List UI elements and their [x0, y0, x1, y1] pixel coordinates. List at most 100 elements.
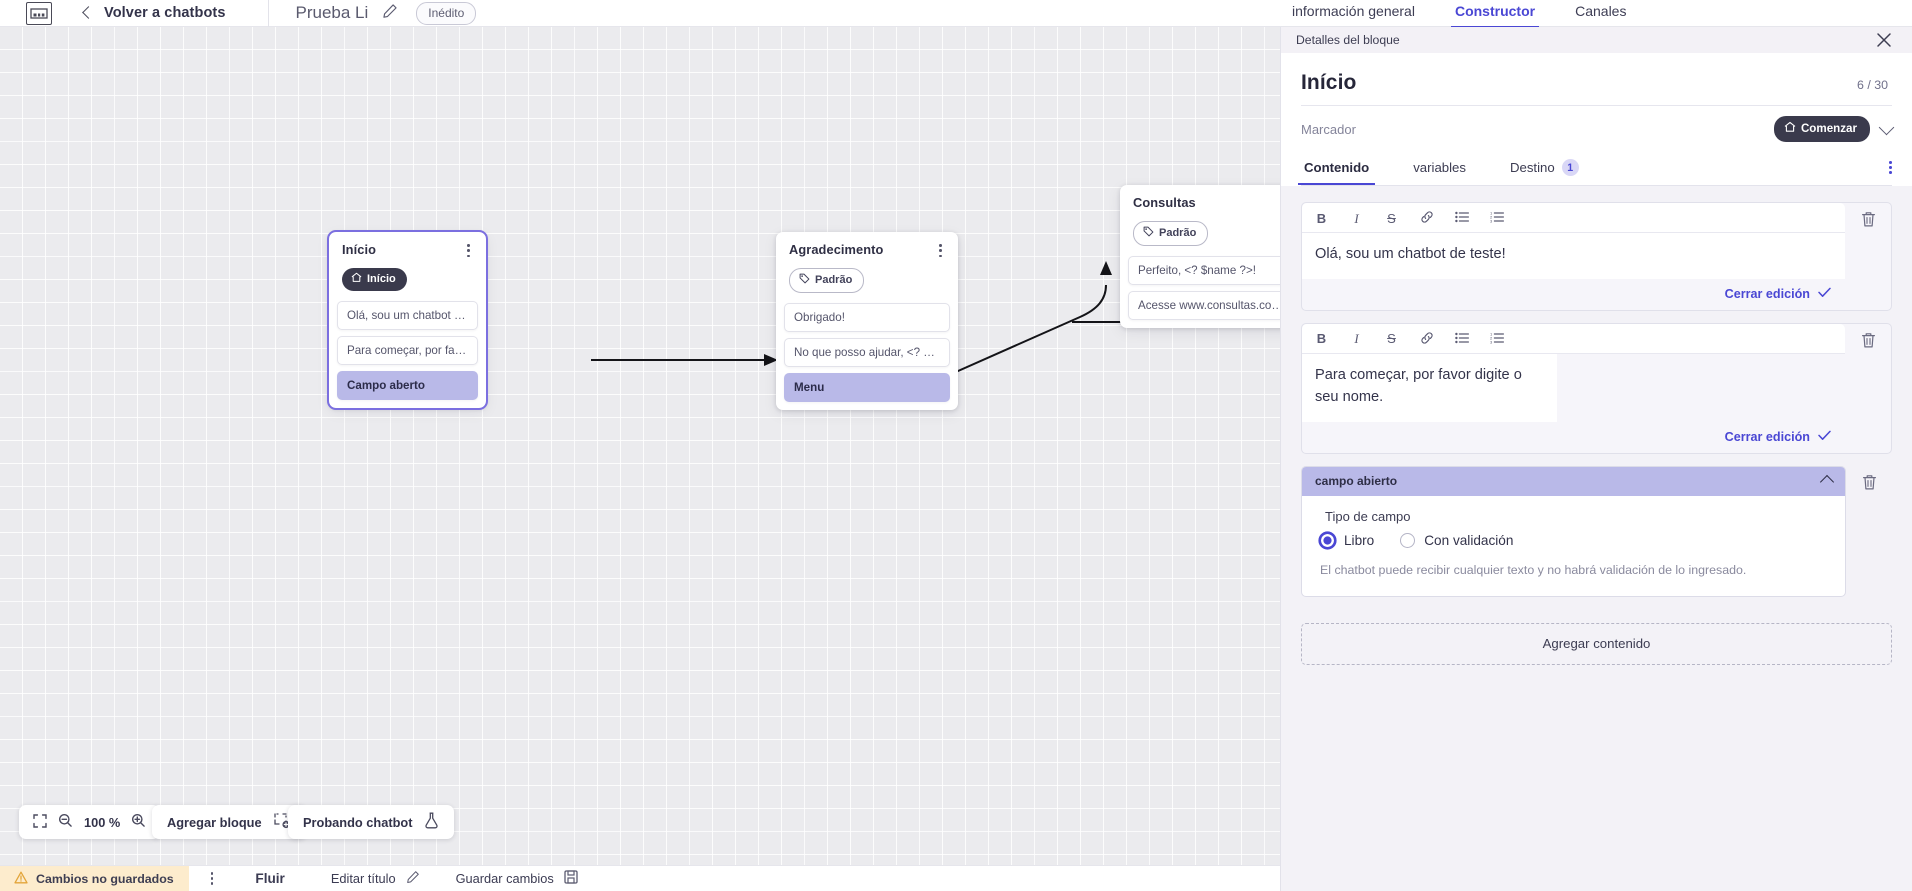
delete-content-button[interactable] — [1845, 203, 1891, 228]
top-tab-bar: información general Constructor Canales — [1280, 0, 1912, 29]
unsaved-changes-label: Cambios no guardados — [36, 871, 174, 886]
tab-variables[interactable]: variables — [1410, 160, 1469, 184]
home-icon — [351, 272, 362, 286]
close-icon[interactable] — [1876, 32, 1892, 48]
strikethrough-icon[interactable]: S — [1387, 210, 1396, 226]
add-content-button[interactable]: Agregar contenido — [1301, 622, 1892, 665]
open-field-header[interactable]: campo abierto — [1302, 466, 1845, 496]
add-block-icon — [273, 812, 291, 832]
chevron-down-icon[interactable] — [1878, 119, 1895, 135]
zoom-out-icon[interactable] — [58, 813, 73, 831]
strikethrough-icon[interactable]: S — [1387, 331, 1396, 347]
open-field-body: Tipo de campo Libro Con validación — [1302, 496, 1845, 596]
flow-node-consultas[interactable]: Consultas Padrão Perfeito, <? $name ?>! … — [1120, 185, 1306, 329]
node-pill-padrao: Padrão — [789, 268, 865, 294]
open-field-title: campo abierto — [1315, 473, 1398, 488]
node-menu-icon[interactable] — [464, 242, 473, 259]
flow-node-agradecimento[interactable]: Agradecimento Padrão Obrigado! No que po… — [776, 232, 958, 411]
radio-con-validacion-label: Con validación — [1424, 532, 1514, 548]
node-message-highlighted[interactable]: Campo aberto — [337, 371, 478, 401]
svg-text:1: 1 — [1490, 332, 1493, 336]
add-block-label: Agregar bloque — [167, 814, 262, 830]
zoom-control[interactable]: 100 % — [19, 805, 161, 839]
footer-menu-icon[interactable] — [210, 872, 214, 885]
tab-contenido[interactable]: Contenido — [1297, 160, 1376, 185]
zoom-in-icon[interactable] — [131, 813, 146, 831]
tab-label: Contenido — [1304, 160, 1370, 175]
node-message[interactable]: Acesse www.consultas.com par... — [1128, 291, 1298, 321]
bold-icon[interactable]: B — [1316, 210, 1327, 226]
radio-dot[interactable] — [1400, 532, 1416, 548]
svg-text:3: 3 — [1490, 339, 1493, 343]
chevron-up-icon[interactable] — [1819, 475, 1835, 490]
chevron-left-icon[interactable] — [80, 5, 94, 21]
check-icon — [1818, 287, 1831, 301]
radio-dot-selected[interactable] — [1320, 532, 1335, 548]
radio-libro[interactable]: Libro — [1320, 532, 1374, 548]
warning-triangle-icon — [14, 871, 28, 887]
bullet-list-icon[interactable] — [1454, 332, 1469, 346]
panel-header: Detalles del bloque — [1281, 27, 1912, 53]
footer-tab-fluir[interactable]: Fluir — [239, 867, 300, 891]
panel-tabs-menu-icon[interactable] — [1889, 160, 1892, 184]
tab-destino-badge: 1 — [1561, 159, 1579, 176]
node-menu-icon[interactable] — [936, 242, 945, 259]
node-message-highlighted[interactable]: Menu — [784, 373, 950, 403]
bold-icon[interactable]: B — [1316, 331, 1327, 347]
bot-name: Prueba Li — [295, 3, 369, 22]
close-edit-button[interactable]: Cerrar edición — [1302, 422, 1845, 453]
field-type-radio-group: Libro Con validación — [1320, 532, 1827, 548]
marcador-badge[interactable]: Comenzar — [1773, 116, 1870, 142]
add-block-button[interactable]: Agregar bloque — [152, 805, 306, 839]
tag-icon — [799, 273, 810, 287]
node-message[interactable]: Perfeito, <? $name ?>! — [1128, 256, 1298, 286]
node-message[interactable]: Para começar, por favor digite o ... — [337, 336, 478, 366]
marcador-value-group[interactable]: Comenzar — [1773, 116, 1895, 142]
tab-informacion-general[interactable]: información general — [1292, 2, 1415, 19]
unsaved-changes-banner: Cambios no guardados — [0, 865, 189, 891]
fit-screen-icon[interactable] — [33, 813, 47, 831]
svg-text:2: 2 — [1490, 215, 1493, 220]
test-chatbot-button[interactable]: Probando chatbot — [288, 805, 455, 839]
divider — [267, 0, 269, 27]
node-header: Agradecimento — [776, 242, 958, 259]
status-badge: Inédito — [416, 1, 477, 25]
close-edit-button[interactable]: Cerrar edición — [1302, 279, 1845, 310]
node-message[interactable]: Obrigado! — [784, 303, 950, 333]
back-to-chatbots-link[interactable]: Volver a chatbots — [104, 5, 226, 21]
node-title: Início — [342, 242, 377, 257]
pencil-icon[interactable] — [382, 3, 398, 24]
node-title: Agradecimento — [789, 242, 884, 257]
tab-destino[interactable]: Destino 1 — [1507, 159, 1582, 185]
node-header: Consultas — [1120, 195, 1306, 212]
radio-con-validacion[interactable]: Con validación — [1400, 532, 1514, 548]
italic-icon[interactable]: I — [1354, 331, 1359, 347]
edit-title-button[interactable]: Editar título — [331, 870, 420, 887]
editor-text[interactable]: Olá, sou um chatbot de teste! — [1302, 233, 1845, 279]
chatbot-logo-icon — [26, 1, 52, 25]
node-message[interactable]: No que posso ajudar, <? $name ... — [784, 338, 950, 368]
editor-text[interactable]: Para começar, por favor digite o seu nom… — [1302, 353, 1557, 422]
node-messages: Olá, sou um chatbot de teste! Para começ… — [329, 301, 486, 401]
node-header: Início — [329, 242, 486, 259]
italic-icon[interactable]: I — [1354, 210, 1359, 226]
link-icon[interactable] — [1419, 210, 1434, 226]
pencil-icon — [406, 870, 420, 887]
node-pill-inicio: Início — [342, 268, 407, 292]
page-title: Início — [1301, 71, 1357, 94]
tab-constructor[interactable]: Constructor — [1450, 3, 1540, 29]
save-changes-button[interactable]: Guardar cambios — [456, 870, 578, 887]
link-icon[interactable] — [1419, 331, 1434, 347]
node-message[interactable]: Olá, sou um chatbot de teste! — [337, 301, 478, 331]
flow-node-inicio[interactable]: Início Início Olá, sou um chatbot de tes… — [327, 229, 488, 411]
delete-field-button[interactable] — [1846, 466, 1892, 491]
delete-content-button[interactable] — [1845, 324, 1891, 349]
bullet-list-icon[interactable] — [1454, 211, 1469, 225]
tab-label: variables — [1413, 160, 1466, 175]
tab-canales[interactable]: Canales — [1575, 2, 1627, 19]
